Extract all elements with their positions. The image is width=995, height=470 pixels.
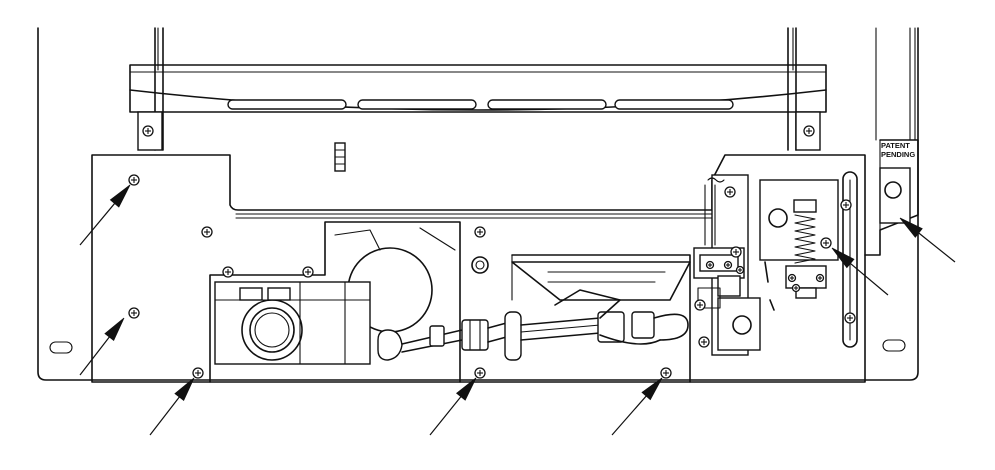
screw <box>192 367 204 379</box>
screw <box>820 237 832 249</box>
left-bracket <box>137 111 163 151</box>
screw <box>474 226 486 238</box>
screw <box>660 367 672 379</box>
screw <box>803 125 815 137</box>
tray-slot-3 <box>487 99 607 110</box>
screw <box>735 265 745 275</box>
frame-slot-left <box>49 341 73 354</box>
frame-slot-right <box>882 339 906 352</box>
screw <box>142 125 154 137</box>
screw <box>474 367 486 379</box>
clamp-lower-block <box>717 297 761 351</box>
pump-port-inner <box>249 307 295 353</box>
screw <box>815 273 825 283</box>
screw <box>705 260 715 270</box>
top-tray <box>129 64 827 172</box>
patent-label-line2: PENDING <box>881 150 915 159</box>
screw <box>791 283 801 293</box>
tray-slot-1 <box>227 99 347 110</box>
arrow-bottom-left-screw <box>149 377 195 436</box>
screw <box>128 174 140 186</box>
screw <box>694 299 706 311</box>
screw <box>128 307 140 319</box>
top-side-posts <box>154 27 797 151</box>
outer-frame <box>37 27 919 381</box>
screw <box>787 273 797 283</box>
screw <box>840 199 852 211</box>
arrow-bottom-center-screw <box>429 377 477 436</box>
screw <box>724 186 736 198</box>
callout-arrows <box>79 184 956 436</box>
tubing-assembly <box>377 311 689 361</box>
valve-block <box>511 261 691 319</box>
spring <box>785 199 827 299</box>
tray-slot-2 <box>357 99 477 110</box>
screw <box>723 260 733 270</box>
screw <box>201 226 213 238</box>
round-post <box>471 256 489 274</box>
patent-label: PATENT PENDING <box>879 141 915 224</box>
clamp-mechanism <box>693 171 858 356</box>
arrow-lower-left-screw <box>79 317 125 376</box>
screw <box>844 312 856 324</box>
pump-assembly <box>214 227 456 365</box>
tray-slot-4 <box>614 99 734 110</box>
patent-label-line1: PATENT <box>881 141 910 150</box>
patent-plate <box>879 167 911 224</box>
screw <box>222 266 234 278</box>
arrow-label-screw <box>899 217 956 263</box>
screw <box>698 336 710 348</box>
right-bracket <box>795 111 821 151</box>
screw <box>730 246 742 258</box>
arrow-spring-screw <box>831 247 889 296</box>
arrow-bottom-right-screw <box>611 377 663 436</box>
arrow-upper-left-screw <box>79 184 131 246</box>
screw <box>302 266 314 278</box>
